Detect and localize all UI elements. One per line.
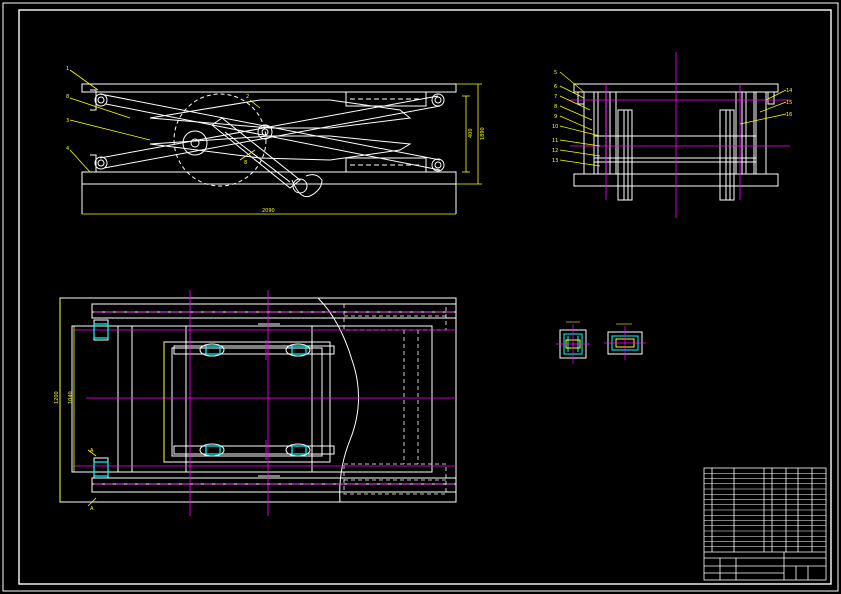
sheet-inner-border: [18, 9, 832, 585]
plan-view-centerlines: [74, 290, 456, 516]
pivot-top-left: [94, 93, 108, 107]
actuator-swing-arc: [173, 93, 267, 187]
side-view-leaders: [559, 71, 787, 167]
section-letter: A: [90, 448, 94, 454]
arm-band-upper: [149, 99, 412, 129]
pivot-center: [257, 124, 273, 140]
detail-section-left: [556, 321, 590, 364]
plan-view-dimensions: [59, 298, 165, 507]
plan-view-hidden-lines: [343, 303, 447, 495]
scissor-arm-2a: [99, 95, 439, 159]
hydraulic-cylinder: [211, 117, 301, 189]
balloon-label: 5: [554, 70, 557, 76]
balloon-label: 6: [554, 84, 557, 90]
balloon-label: 8: [244, 160, 247, 166]
balloon-label: 11: [552, 138, 558, 144]
arm-band-lower: [149, 135, 412, 161]
balloon-label: 15: [786, 100, 792, 106]
balloon-label: 8: [66, 94, 69, 100]
balloon-label: 2: [246, 94, 249, 100]
balloon-label: 3: [66, 118, 69, 124]
pivot-bottom-right: [431, 158, 445, 172]
lower-slide-track: [345, 157, 427, 173]
bottom-base: [81, 171, 457, 185]
title-block: [703, 467, 827, 581]
balloon-label: 12: [552, 148, 558, 154]
side-view-labels: 5 6 7 8 9 10 11 12 13 14 15 16: [552, 70, 792, 164]
pivot-top-right: [431, 93, 445, 107]
balloon-label: 1: [66, 66, 69, 72]
title-block-frame: [703, 467, 827, 581]
break-line: [317, 297, 359, 503]
balloon-label: 8: [554, 104, 557, 110]
scissor-arm-2b: [103, 105, 441, 169]
balloon-label: 10: [552, 124, 558, 130]
balloon-label: 9: [554, 114, 557, 120]
balloon-label: 16: [786, 112, 792, 118]
balloon-label: 14: [786, 88, 792, 94]
front-view-labels: 1 8 3 4 2 8 2090 1890 400: [66, 66, 486, 214]
detail-section-right: [604, 323, 646, 360]
dimension-lift-height: 400: [468, 128, 474, 138]
actuator-mount-circle: [182, 130, 208, 156]
cylinder-end-lug: [291, 174, 323, 198]
dimension-plan-inner-width: 1040: [68, 391, 74, 404]
plan-inner-frame: [163, 341, 331, 463]
front-view-dimensions: [69, 69, 482, 215]
dimension-overall-length: 2090: [262, 208, 275, 214]
plan-top-rail: [91, 303, 457, 319]
pivot-bottom-left: [94, 156, 108, 170]
plan-view-labels: 1200 1040 A A: [54, 391, 94, 512]
dimension-plan-width: 1200: [54, 391, 60, 404]
top-platform: [81, 83, 457, 93]
title-block-rows: [704, 473, 826, 547]
upper-slide-track: [345, 91, 427, 107]
balloon-label: 4: [66, 146, 69, 152]
balloon-label: 13: [552, 158, 558, 164]
section-letter: A: [90, 506, 94, 512]
balloon-label: 7: [554, 94, 557, 100]
plan-outline: [59, 297, 457, 503]
plan-view-highlights: [93, 323, 307, 477]
dimension-overall-height: 1890: [480, 127, 486, 140]
front-view: [81, 83, 457, 214]
plan-view: [59, 297, 457, 503]
side-view-centerlines: [570, 52, 790, 218]
plan-bottom-rail: [91, 477, 457, 493]
